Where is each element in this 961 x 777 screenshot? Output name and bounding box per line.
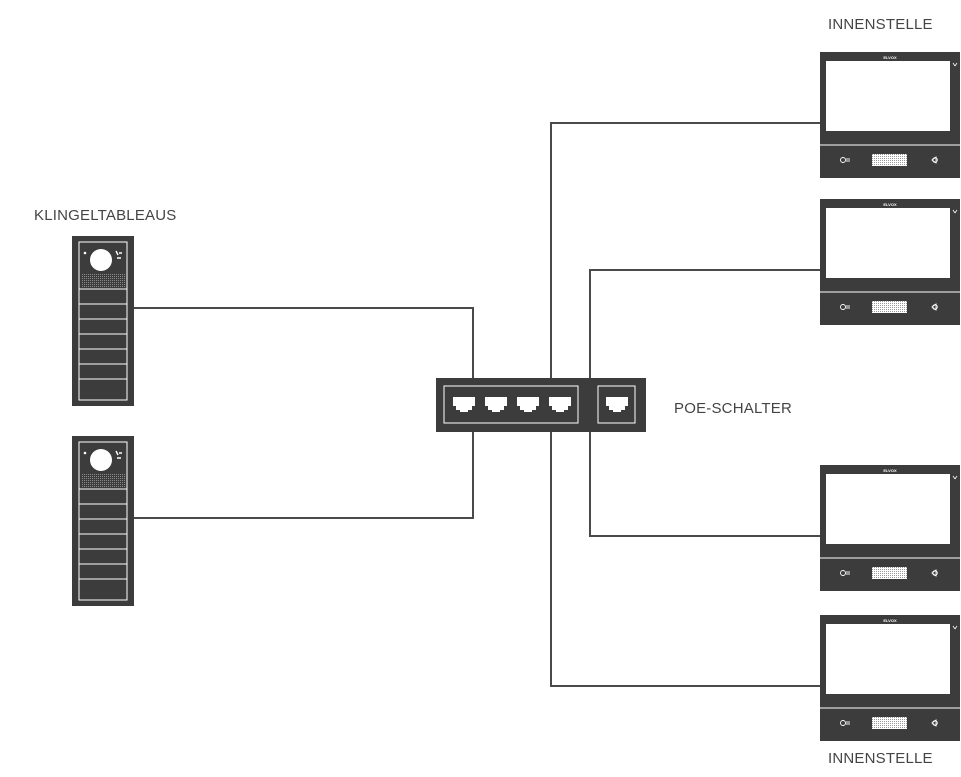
door-panel-2 <box>71 435 135 607</box>
wire-monitor-4 <box>550 432 820 687</box>
monitor-brand-1: ELVOX <box>883 55 897 60</box>
door-panels-label: KLINGELTABLEAUS <box>34 207 177 224</box>
indoor-monitor-4: ELVOX <box>819 614 961 742</box>
monitor-brand-4: ELVOX <box>883 618 897 623</box>
monitor-brand-3: ELVOX <box>883 468 897 473</box>
indoor-station-label-bottom: INNENSTELLE <box>828 750 933 767</box>
switch-label: POE-SCHALTER <box>674 400 792 417</box>
wire-monitor-1 <box>550 122 820 378</box>
wires <box>134 122 820 687</box>
indoor-monitor-2: ELVOX <box>819 198 961 326</box>
wire-door-panel-1 <box>134 307 474 378</box>
poe-switch <box>436 378 646 432</box>
indoor-station-label-top: INNENSTELLE <box>828 16 933 33</box>
wire-monitor-2 <box>589 269 820 378</box>
door-panel-1 <box>71 235 135 407</box>
ethernet-port-icon <box>453 397 628 412</box>
monitor-brand-2: ELVOX <box>883 202 897 207</box>
indoor-monitor-3: ELVOX <box>819 464 961 592</box>
wire-monitor-3 <box>589 432 820 537</box>
uplink-port-group <box>597 385 636 424</box>
wire-door-panel-2 <box>134 432 474 519</box>
poe-port-group <box>443 385 579 424</box>
indoor-monitor-1: ELVOX <box>819 51 961 179</box>
